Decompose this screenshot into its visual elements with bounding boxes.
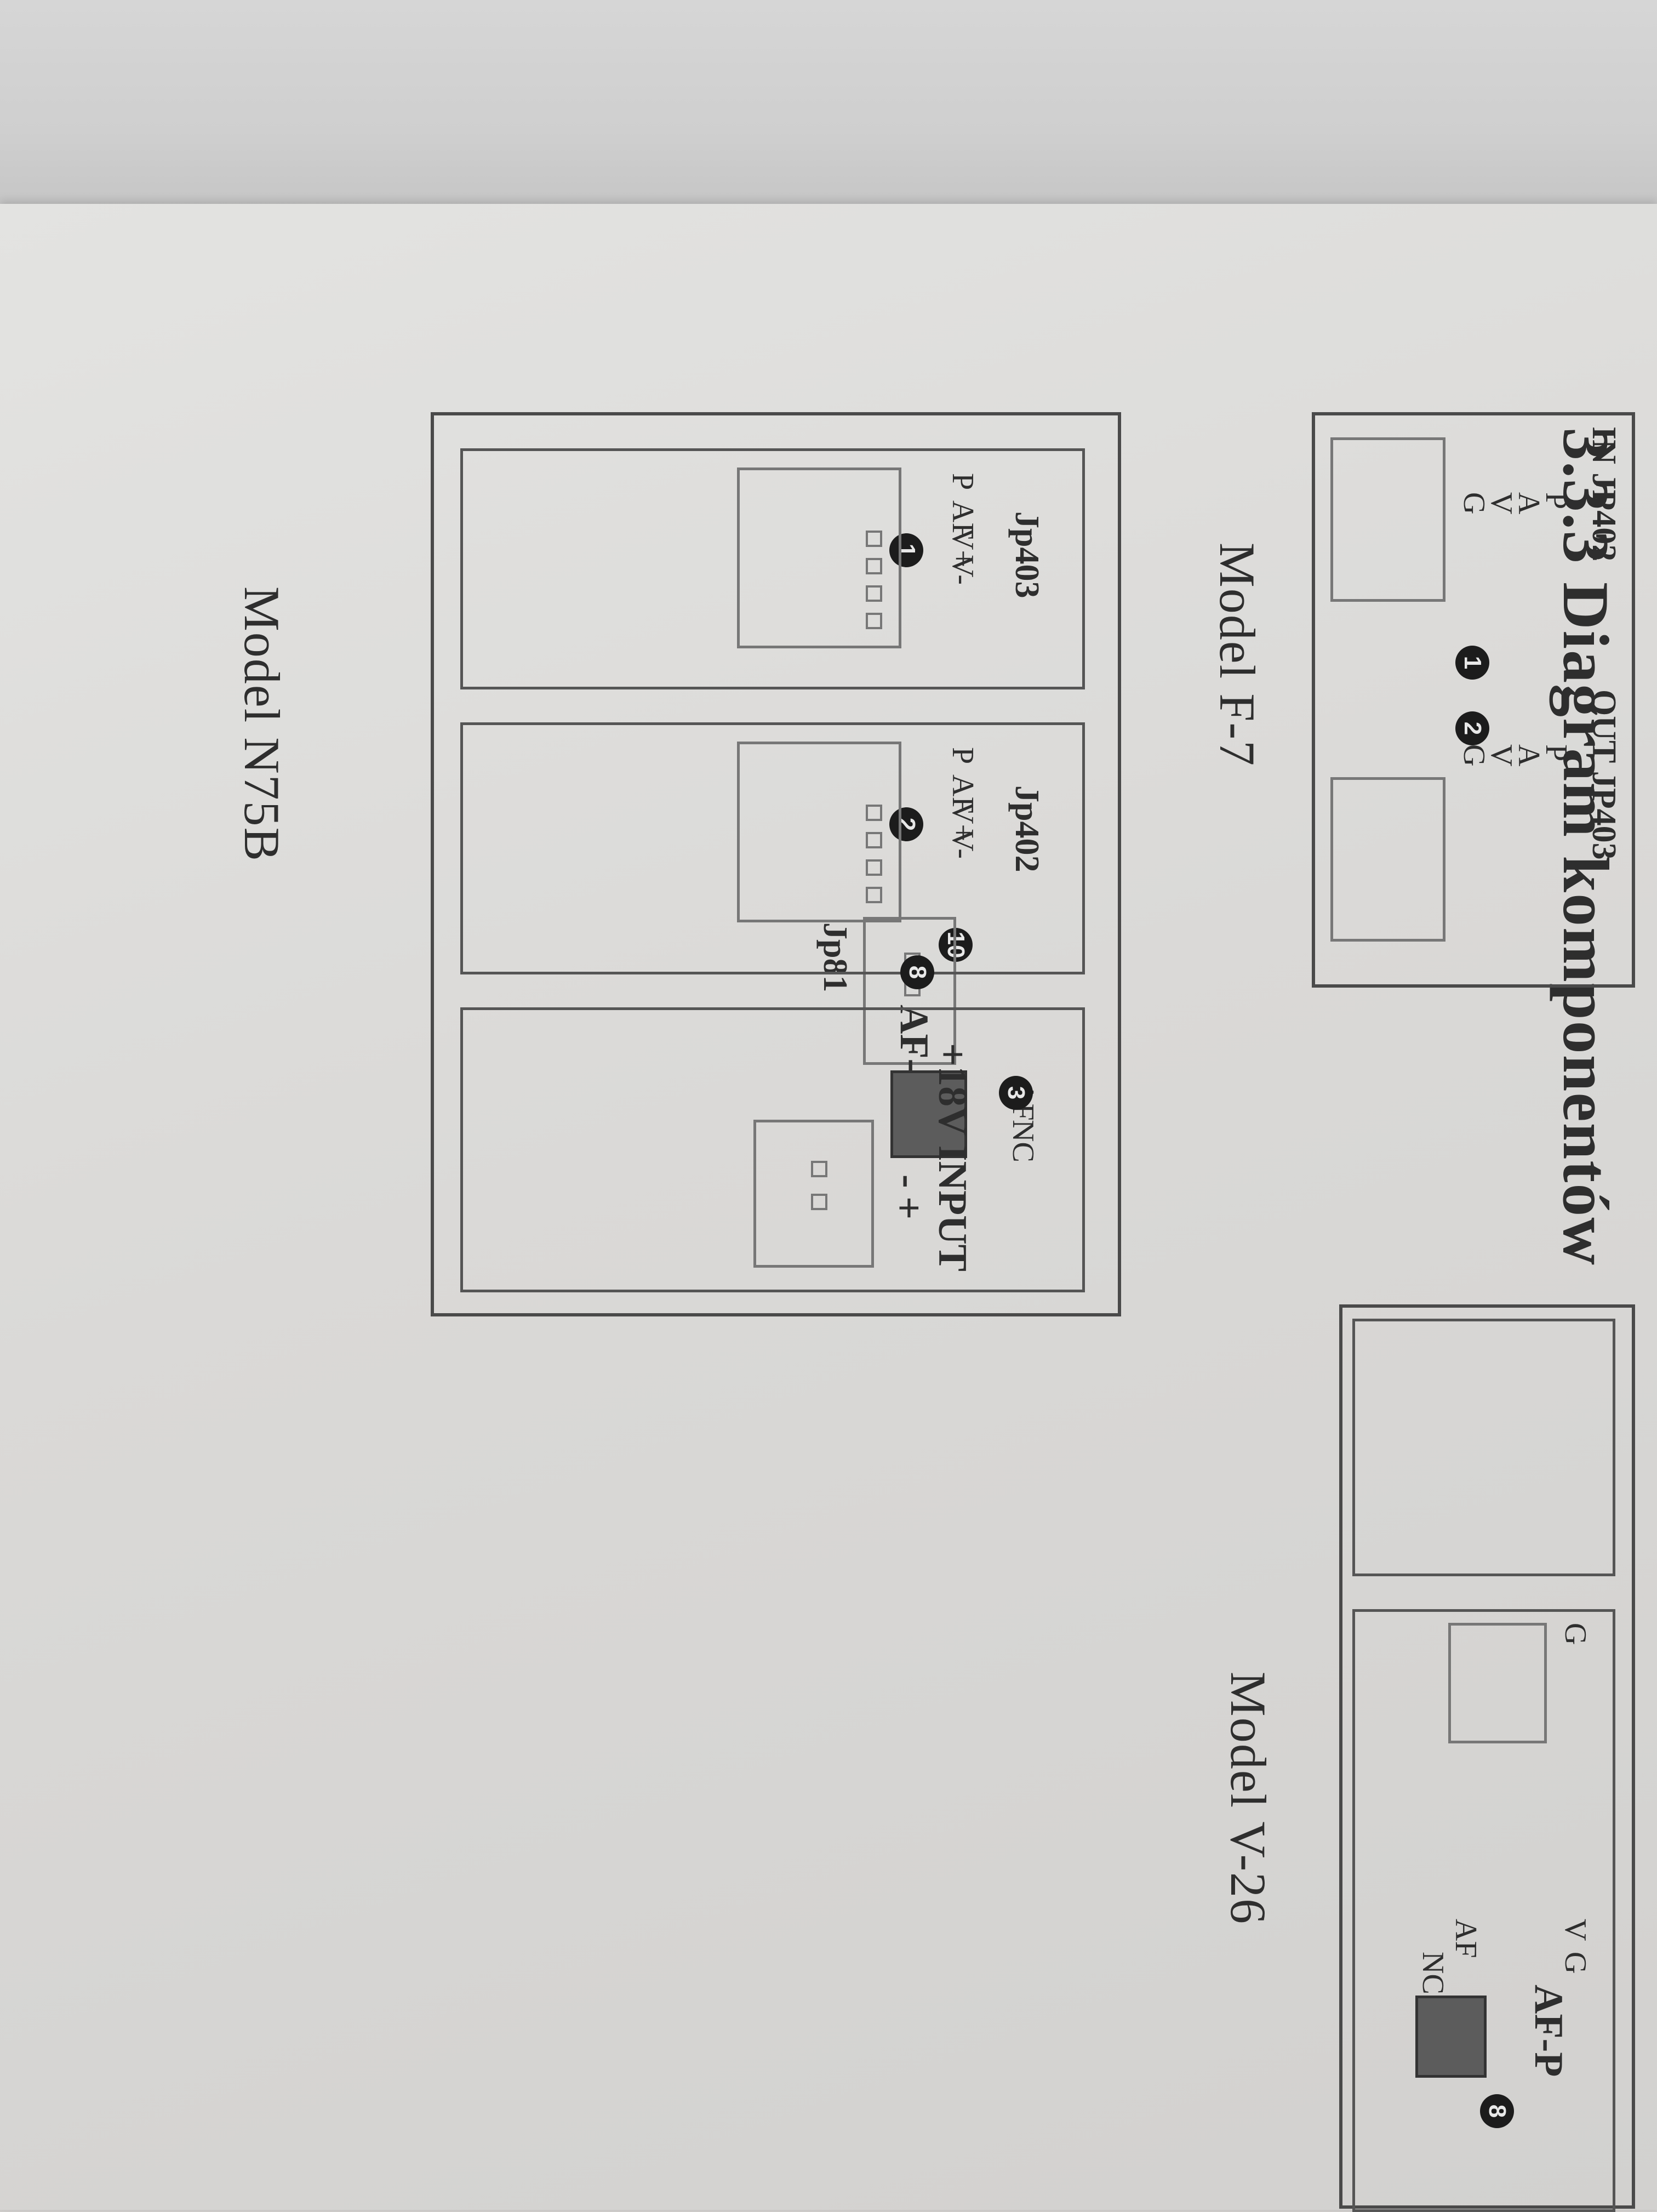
input-label: +18V INPUT	[930, 1043, 975, 1272]
input-panel: 3 +18V INPUT - +	[460, 1007, 1085, 1292]
input-pin-plus: +	[886, 1196, 931, 1220]
marker-8-icon: 8	[900, 955, 934, 989]
jp403-pin-p: P	[946, 473, 980, 491]
v26-afp-jumper	[1415, 1996, 1487, 2078]
marker-3-icon: 3	[999, 1076, 1033, 1110]
jp403-panel: Jp403 P AF V+ V- 1 10 Jp81	[460, 448, 1085, 1065]
jp402-connector	[737, 742, 901, 922]
f7-board: IN JP402 OUT JP403 P A V G 1 2 P A V G	[1312, 412, 1635, 988]
jp402-pin-vminus: V-	[946, 829, 980, 859]
f7-out-label: OUT JP403	[1585, 689, 1622, 860]
f7-in-connector	[1330, 437, 1445, 602]
v26-panel-left	[1352, 1319, 1615, 1576]
input-pin-minus: -	[886, 1175, 931, 1188]
f7-title: Model F-7	[1209, 543, 1265, 767]
v26-pin-g: G	[1558, 1952, 1592, 1974]
jp402-label: Jp402	[1008, 785, 1045, 873]
v26-board: G V G AF-P AF NC 8	[1339, 1304, 1635, 2212]
marker-8-icon: 8	[1480, 2094, 1514, 2128]
paper-sheet	[0, 204, 1657, 2210]
v26-afp-label: AF-P	[1526, 1985, 1571, 2077]
jp403-label: Jp403	[1008, 511, 1045, 598]
f7-in-pin-g: G	[1457, 492, 1491, 515]
input-connector	[753, 1120, 874, 1268]
marker-2-icon: 2	[1455, 711, 1489, 745]
v26-connector-top	[1448, 1623, 1547, 1743]
f7-out-connector	[1330, 777, 1445, 942]
v26-pin-v: V	[1558, 1919, 1592, 1941]
jp402-pin-p: P	[946, 747, 980, 765]
v26-afp-option-nc: NC	[1416, 1952, 1450, 1994]
jp402-panel: Jp402 P AF V+ V- 2 8 AF-P AF NC	[460, 722, 1085, 1162]
v26-afp-option-af: AF	[1449, 1919, 1483, 1958]
jp403-pin-vminus: V-	[946, 555, 980, 585]
f7-out-pin-g: G	[1457, 744, 1491, 767]
v26-pin-g-top: G	[1558, 1623, 1592, 1645]
background-sheet	[0, 0, 1657, 219]
marker-1-icon: 1	[1455, 646, 1489, 680]
n75b-board: Jp403 P AF V+ V- 1 10 Jp81 Jp402 P	[431, 412, 1121, 1316]
jp403-connector	[737, 468, 901, 648]
v26-title: Model V-26	[1220, 1672, 1276, 1925]
f7-in-label: IN JP402	[1585, 426, 1622, 562]
n75b-title: Model N75B	[234, 586, 290, 862]
v26-panel-right: G V G AF-P AF NC 8	[1352, 1609, 1615, 2212]
